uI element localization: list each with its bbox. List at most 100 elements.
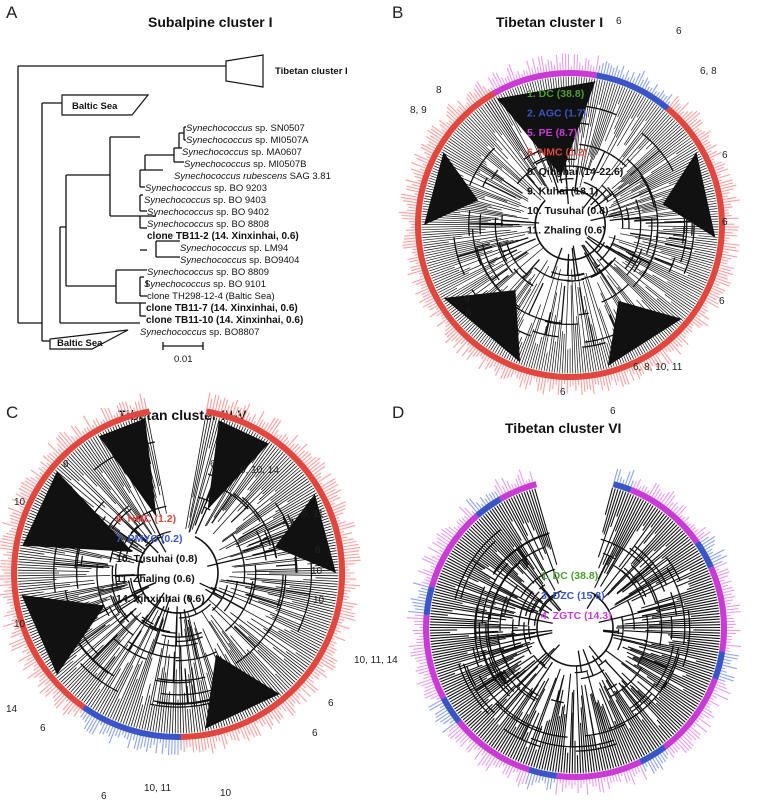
tree-branch [634,712,660,747]
tree-branch [141,695,151,729]
tree-branch [60,463,80,482]
tree-branch [470,526,498,553]
tree-branch [510,497,525,524]
panel-a-title: Subalpine cluster I [148,14,272,30]
tree-branch [581,685,593,773]
tree-branch [577,287,589,372]
tree-branch [484,724,499,742]
tree-branch [609,217,629,222]
tree-branch [482,177,488,188]
tree-branch [430,615,499,623]
tree-branch [147,635,167,731]
tree-branch [188,417,215,528]
tree-branch [97,434,156,534]
sampling-site-label: 6, 11 [302,509,324,520]
tree-branch [130,525,139,534]
tree-branch [105,628,150,716]
tree-branch [109,524,135,543]
tree-branch [630,232,652,237]
clade-color-band [415,90,725,381]
tree-branch [675,142,694,155]
tree-branch [580,695,590,773]
tree-branch [18,580,94,588]
tree-branch [563,747,567,773]
tree-branch [238,523,265,540]
tree-branch [560,285,566,325]
tree-branch [623,216,641,221]
tree-branch [603,499,644,574]
tree-branch [599,742,606,770]
tree-branch [164,595,172,612]
tree-branch [686,580,713,591]
tree-branch [636,99,649,118]
tree-branch [97,656,116,680]
tree-branch [466,666,477,687]
tree-branch [613,91,635,135]
taxon-strain: clone TH298-12-4 (Baltic Sea) [147,291,275,302]
tree-branch [155,639,169,732]
tree-branch [517,712,540,762]
tree-branch [685,266,710,276]
tree-branch [18,584,71,591]
tree-branch [604,245,638,267]
tree-branch [514,251,528,261]
taxon-strain: sp. LM94 [247,243,289,254]
tree-branch [625,250,651,264]
tree-branch [652,274,697,302]
panel-d-title: Tibetan cluster VI [505,420,621,436]
tree-branch [653,660,673,670]
tree-branch [468,703,493,727]
clade-color-band [481,70,597,103]
tree-branch [85,441,152,535]
tree-branch [667,281,699,300]
tree-branch [621,684,668,741]
tree-branch [682,675,708,688]
tree-branch [605,679,650,753]
taxon-label: Synechococcus sp. BO 8809 [147,267,269,278]
tree-branch [596,241,605,254]
tree-branch [476,520,535,584]
tree-branch [110,698,120,719]
tree-branch [185,415,207,530]
tree-branch [250,618,314,659]
collapsed-wedge [205,654,280,729]
tree-branch [232,569,339,573]
tree-branch [630,190,650,200]
tree-branch [556,678,564,702]
sampling-site-label: 14 [6,704,18,715]
tree-branch [438,577,534,614]
tree-branch [520,329,535,365]
tree-branch [617,87,626,105]
tree-branch [615,690,655,750]
taxon-genus: Synechococcus [147,267,214,278]
tree-branch [688,575,711,585]
tree-branch [588,710,597,750]
tree-branch [601,679,643,757]
tree-branch [619,116,672,173]
tree-branch [516,166,537,185]
tree-branch [179,645,183,681]
tree-branch [664,294,690,313]
tree-branch [248,636,298,681]
tree-branch [267,593,334,610]
tree-branch [619,233,716,251]
tree-branch [468,116,509,159]
taxon-genus: Synechococcus rubescens [174,171,287,182]
tree-branch [687,274,707,284]
tree-branch [134,528,159,554]
tree-branch [598,267,617,295]
tree-branch [263,530,272,546]
tree-branch [530,344,539,368]
tree-branch [294,556,297,573]
tree-branch [239,624,301,677]
tree-branch [447,557,531,604]
taxon-label: Synechococcus sp. SN0507 [186,123,305,134]
tree-branch [581,244,599,273]
tree-branch [612,176,644,198]
tree-branch [546,314,556,372]
tree-branch [612,496,637,546]
tree-branch [596,702,607,732]
tree-branch [433,267,471,284]
tree-branch [431,249,506,279]
tree-branch [615,699,648,755]
